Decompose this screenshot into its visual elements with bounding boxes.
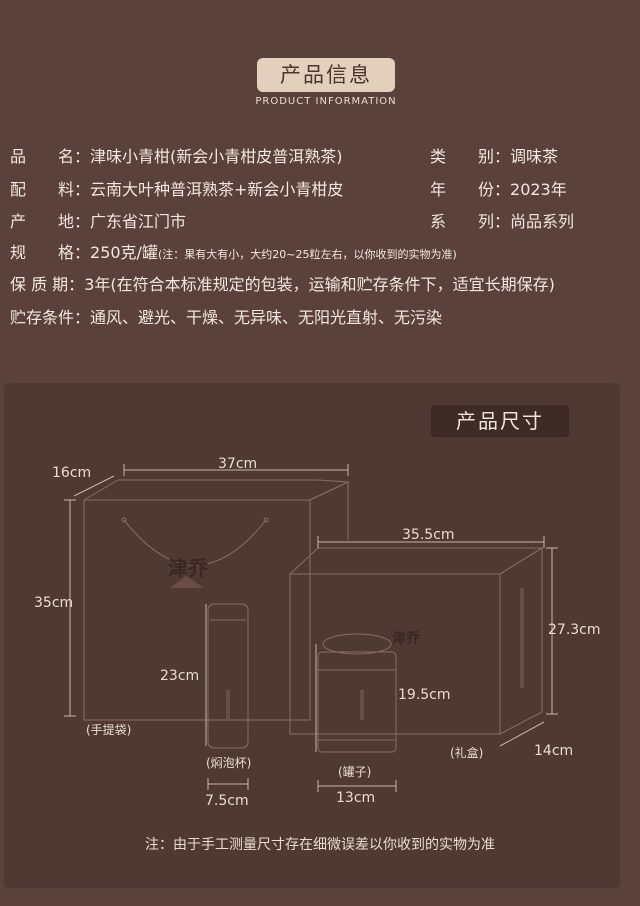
bag-brand-logo: 津乔 (168, 556, 208, 580)
info-row-origin: 产 地：广东省江门市 (10, 212, 186, 232)
jar-label-mark (360, 690, 364, 720)
bag-drawing (83, 479, 350, 721)
logo-marks (170, 576, 524, 720)
info-row-series: 系 列：尚品系列 (430, 212, 574, 232)
type-value: 调味茶 (510, 147, 559, 166)
name-label: 品 名： (10, 147, 91, 166)
cup-height-dim: 23cm (160, 668, 200, 684)
year-label: 年 份： (430, 180, 511, 199)
info-row-year: 年 份：2023年 (430, 180, 567, 200)
info-row-type: 类 别：调味茶 (430, 147, 558, 167)
storage-value: 通风、避光、干燥、无异味、无阳光直射、无污染 (90, 308, 443, 327)
jar-drawing (317, 633, 397, 753)
box-height-dim: 27.3cm (548, 622, 601, 638)
page-title-badge: 产品信息 (257, 58, 395, 92)
bag-width-dim: 37cm (218, 456, 258, 472)
info-row-storage: 贮存条件：通风、避光、干燥、无异味、无阳光直射、无污染 (10, 308, 442, 328)
box-side-mark (520, 588, 524, 688)
ingredients-label: 配 料： (10, 180, 91, 199)
box-drawing (288, 547, 544, 735)
ingredients-value: 云南大叶种普洱熟茶+新会小青柑皮 (90, 180, 344, 199)
origin-label: 产 地： (10, 212, 91, 231)
shelf-label: 保 质 期： (10, 275, 85, 294)
bag-height-dim: 35cm (34, 595, 74, 611)
jar-width-dim: 13cm (336, 790, 376, 806)
size-section-title-badge: 产品尺寸 (431, 405, 569, 437)
series-value: 尚品系列 (510, 212, 575, 231)
jar-caption: (罐子) (338, 765, 372, 779)
bag-logo-mountain (170, 576, 204, 588)
spec-label: 规 格： (10, 243, 91, 262)
spec-note: (注：果有大有小，大约20~25粒左右，以你收到的实物为准) (157, 248, 457, 261)
page-subtitle: PRODUCT INFORMATION (255, 96, 397, 107)
info-row-shelf-life: 保 质 期：3年(在符合本标准规定的包装，运输和贮存条件下，适宜长期保存) (10, 275, 555, 295)
origin-value: 广东省江门市 (90, 212, 187, 231)
cup-label-mark (226, 690, 230, 720)
size-panel (4, 383, 620, 888)
cup-width-dim: 7.5cm (205, 793, 249, 809)
jar-height-dim: 19.5cm (398, 687, 451, 703)
box-caption: (礼盒) (450, 746, 484, 760)
dimension-lines (64, 464, 558, 792)
name-value: 津味小青柑(新会小青柑皮普洱熟茶) (90, 147, 343, 166)
measurement-note: 注：由于手工测量尺寸存在细微误差以你收到的实物为准 (145, 837, 495, 853)
info-row-spec: 规 格：250克/罐(注：果有大有小，大约20~25粒左右，以你收到的实物为准) (10, 243, 457, 265)
box-depth-dim: 14cm (534, 743, 574, 759)
spec-value: 250克/罐 (90, 243, 158, 262)
cup-caption: (焖泡杯) (206, 756, 252, 770)
bag-caption: (手提袋) (86, 723, 132, 737)
info-row-name: 品 名：津味小青柑(新会小青柑皮普洱熟茶) (10, 147, 343, 167)
size-section-title: 产品尺寸 (456, 409, 544, 433)
box-width-dim: 35.5cm (402, 527, 455, 543)
storage-label: 贮存条件： (10, 308, 91, 327)
info-row-ingredients: 配 料：云南大叶种普洱熟茶+新会小青柑皮 (10, 180, 343, 200)
box-brand-logo: 津乔 (392, 631, 420, 647)
type-label: 类 别： (430, 147, 511, 166)
cup-drawing (207, 603, 249, 749)
page-title: 产品信息 (280, 63, 372, 87)
bag-depth-dim: 16cm (52, 465, 92, 481)
series-label: 系 列： (430, 212, 511, 231)
shelf-value: 3年(在符合本标准规定的包装，运输和贮存条件下，适宜长期保存) (84, 275, 555, 294)
year-value: 2023年 (510, 180, 567, 199)
